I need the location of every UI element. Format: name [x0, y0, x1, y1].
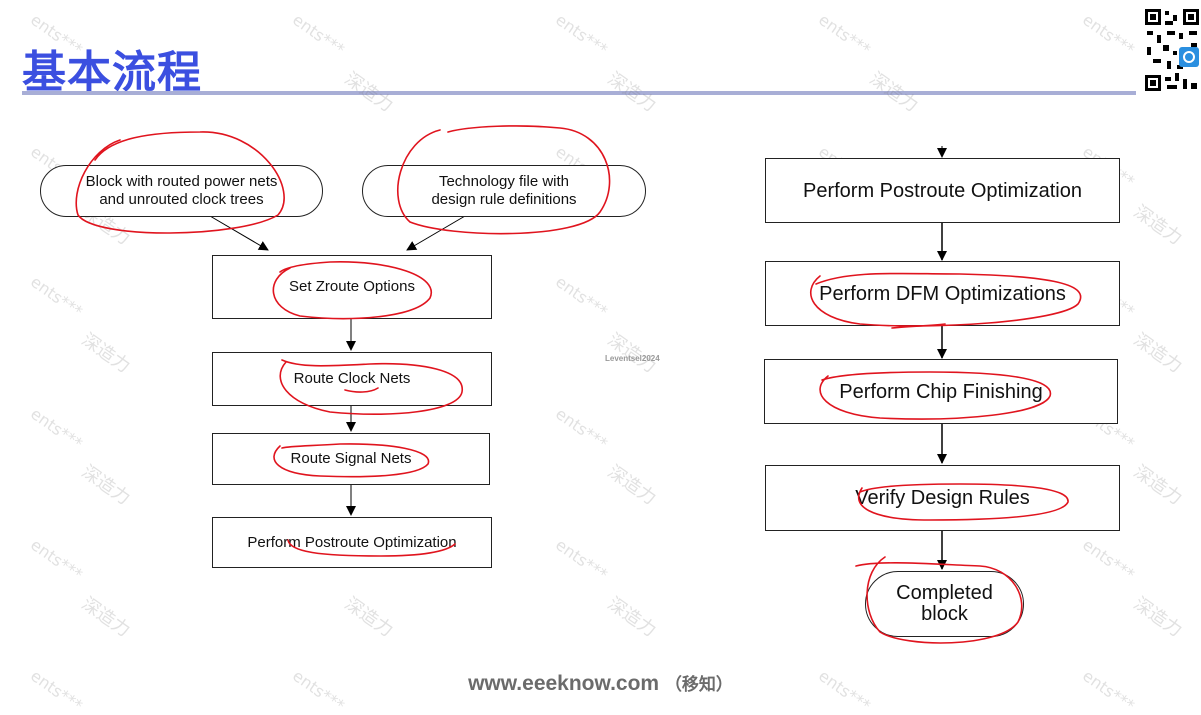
- step-dfm-optimizations: Perform DFM Optimizations: [765, 261, 1120, 326]
- page-title: 基本流程: [22, 47, 202, 98]
- end-line2: block: [921, 603, 968, 625]
- input-block-line1: Block with routed power nets: [85, 173, 278, 190]
- watermark-text: 深造力: [340, 68, 397, 117]
- watermark-text: 深造力: [1129, 201, 1186, 250]
- watermark-text: 深造力: [1129, 593, 1186, 642]
- small-watermark: Leventsel2024: [605, 354, 660, 363]
- watermark-text: ents***: [1079, 10, 1138, 60]
- arrow-tech-to-zroute: [406, 215, 466, 251]
- input-tech-line2: design rule definitions: [431, 191, 577, 208]
- step-chip-finishing: Perform Chip Finishing: [764, 359, 1118, 424]
- watermark-text: 深造力: [340, 593, 397, 642]
- step-postroute-optimization-right: Perform Postroute Optimization: [765, 158, 1120, 223]
- watermark-text: ents***: [27, 535, 86, 585]
- step-postroute-optimization-left: Perform Postroute Optimization: [212, 517, 492, 568]
- input-block-line2: and unrouted clock trees: [99, 191, 264, 208]
- footer: www.eeeknow.com （移知）: [0, 670, 1201, 696]
- qr-code-icon: [1143, 7, 1201, 93]
- arrow-block-to-zroute: [209, 215, 269, 251]
- step-verify-design-rules: Verify Design Rules: [765, 465, 1120, 531]
- watermark-text: ents***: [552, 404, 611, 454]
- watermark-text: ents***: [27, 272, 86, 322]
- watermark-text: ents***: [27, 404, 86, 454]
- footer-url[interactable]: www.eeeknow.com: [468, 672, 660, 695]
- watermark-text: 深造力: [77, 329, 134, 378]
- watermark-text: 深造力: [77, 593, 134, 642]
- watermark-text: 深造力: [603, 68, 660, 117]
- step-route-clock-nets: Route Clock Nets: [212, 352, 492, 406]
- watermark-text: ents***: [815, 10, 874, 60]
- input-tech-line1: Technology file with: [438, 173, 570, 190]
- watermark-text: 深造力: [603, 461, 660, 510]
- watermark-text: ents***: [552, 10, 611, 60]
- watermark-text: 深造力: [1129, 461, 1186, 510]
- step-set-zroute-options: Set Zroute Options: [212, 255, 492, 319]
- end-line1: Completed: [896, 582, 993, 604]
- watermark-text: 深造力: [603, 329, 660, 378]
- step-route-signal-nets: Route Signal Nets: [212, 433, 490, 485]
- footer-note: （移知）: [664, 675, 733, 695]
- watermark-text: ents***: [552, 272, 611, 322]
- watermark-text: 深造力: [865, 68, 922, 117]
- watermark-text: ents***: [1079, 535, 1138, 585]
- watermark-text: ents***: [552, 535, 611, 585]
- watermark-text: 深造力: [1129, 329, 1186, 378]
- watermark-text: 深造力: [603, 593, 660, 642]
- watermark-text: 深造力: [77, 461, 134, 510]
- watermark-text: ents***: [289, 10, 348, 60]
- title-underline: [22, 91, 1136, 95]
